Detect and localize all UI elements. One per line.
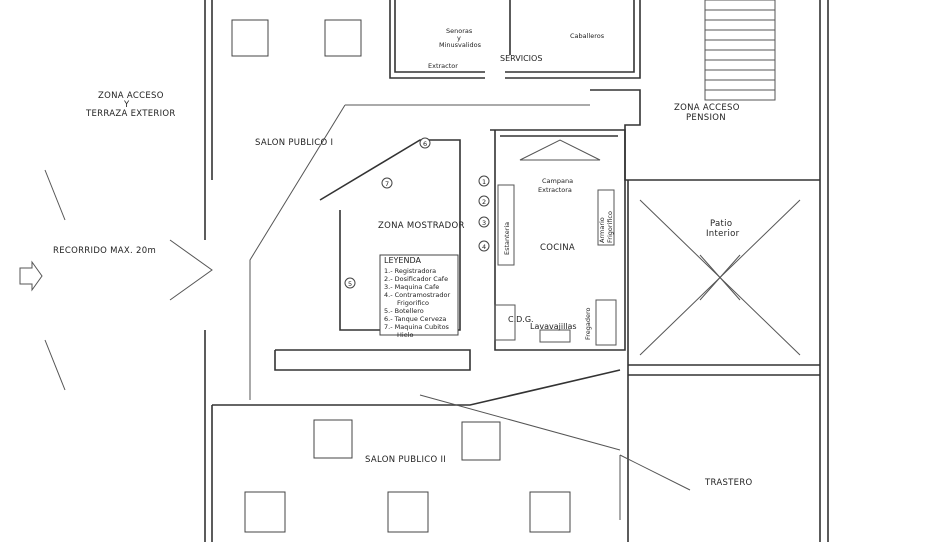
label-zona-mostrador: ZONA MOSTRADOR [378, 221, 465, 231]
legend: LEYENDA 1.- Registradora 2.- Dosificador… [379, 254, 459, 339]
kitchen-equipment [494, 139, 617, 346]
legend-item: Hielo [397, 331, 413, 339]
legend-item: 2.- Dosificador Cafe [384, 275, 448, 283]
legend-item: 4.- Contramostrador [384, 291, 450, 299]
staircase [704, 0, 776, 101]
label-trastero: TRASTERO [704, 478, 753, 488]
label-cocina: COCINA [540, 243, 575, 253]
marker-2: 2 [482, 198, 486, 206]
label-campana: Extractora [538, 186, 572, 194]
exit-arrow-icon [19, 260, 43, 292]
legend-item: 6.- Tanque Cerveza [384, 315, 446, 323]
room-labels: ZONA ACCESO Y TERRAZA EXTERIOR SALON PUB… [53, 27, 753, 488]
label-servicios: SERVICIOS [500, 54, 542, 63]
legend-item: 1.- Registradora [384, 267, 436, 275]
legend-title: LEYENDA [384, 256, 421, 265]
legend-item: 3.- Maquina Cafe [384, 283, 439, 291]
label-cdg: C.D.G. [508, 315, 534, 324]
marker-4: 4 [482, 243, 486, 251]
label-salon-publico-1: SALON PUBLICO I [255, 138, 333, 148]
label-zona-acceso: Y [123, 100, 130, 110]
legend-item: Frigorifico [397, 299, 429, 307]
marker-3: 3 [482, 219, 486, 227]
marker-5: 5 [348, 280, 352, 288]
label-salon-publico-2: SALON PUBLICO II [365, 455, 446, 465]
label-recorrido: RECORRIDO MAX. 20m [53, 246, 156, 256]
label-armario: Armario [598, 217, 606, 243]
marker-6: 6 [423, 140, 427, 148]
tables [231, 19, 571, 533]
walls [44, 0, 829, 542]
label-fregadero: Fregadero [584, 307, 592, 340]
label-zona-acceso: ZONA ACCESO [98, 91, 164, 101]
label-senoras: Senoras [446, 27, 473, 35]
marker-7: 7 [385, 180, 389, 188]
label-armario: Frigorifico [606, 211, 614, 243]
label-pension: ZONA ACCESO [674, 103, 740, 113]
label-patio: Patio [710, 219, 732, 229]
legend-item: 7.- Maquina Cubitos [384, 323, 450, 331]
label-pension: PENSION [686, 113, 726, 123]
label-senoras: Minusvalidos [439, 41, 482, 49]
label-estanteria: Estanteria [503, 222, 511, 255]
label-campana: Campana [542, 177, 573, 185]
equipment-markers: 1 2 3 4 5 6 7 [344, 137, 490, 289]
marker-1: 1 [482, 178, 486, 186]
label-senoras: y [457, 34, 461, 42]
label-patio: Interior [706, 229, 740, 239]
label-caballeros: Caballeros [570, 32, 605, 40]
label-extractor: Extractor [428, 62, 458, 70]
label-zona-acceso: TERRAZA EXTERIOR [85, 109, 176, 119]
label-lavavajillas: Lavavajillas [530, 322, 577, 331]
legend-item: 5.- Botellero [384, 307, 424, 315]
